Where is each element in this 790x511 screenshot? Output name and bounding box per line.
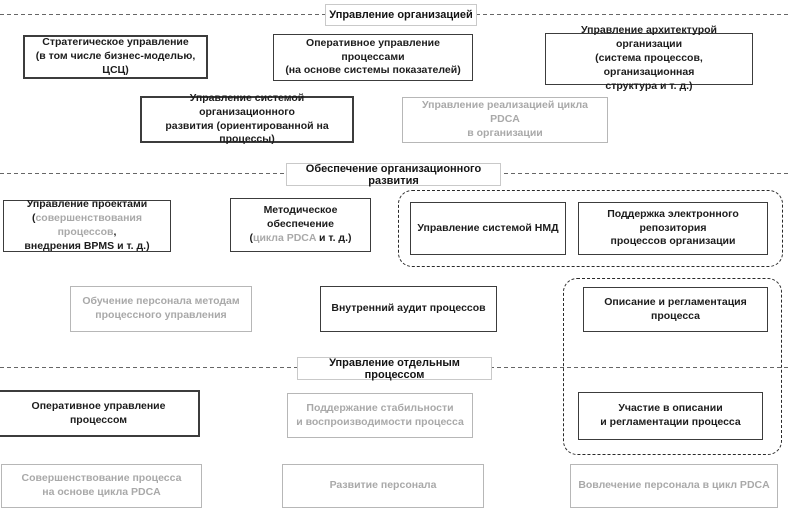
text-segment: совершенствования процессов	[35, 212, 143, 238]
text-segment: ,	[113, 226, 117, 238]
box-label: Вовлечение персонала в цикл PDCA	[578, 479, 770, 492]
box-label: Методическое обеспечение (цикла PDCA и т…	[249, 204, 352, 244]
box-label: Поддержка электронного репозитория проце…	[607, 207, 739, 248]
box-process-stability: Поддержание стабильности и воспроизводим…	[287, 393, 473, 438]
text-segment: и т. д.)	[316, 231, 352, 244]
box-description-participation: Участие в описании и регламентации проце…	[578, 392, 763, 440]
box-label: Оперативное управление процессом	[31, 399, 166, 426]
box-label: Внутренний аудит процессов	[331, 302, 486, 315]
box-org-development-system: Управление системой организационного раз…	[140, 92, 354, 145]
box-architecture-management: Управление архитектурой организации (сис…	[545, 24, 753, 92]
dashed-group-nmd-repository	[398, 190, 783, 267]
box-repository-support: Поддержка электронного репозитория проце…	[578, 202, 768, 255]
box-label: Описание и регламентация процесса	[604, 295, 747, 322]
box-label: Управление системой организационного раз…	[165, 91, 329, 146]
text-segment: (	[31, 212, 36, 225]
box-label: Оперативное управление процессами (на ос…	[285, 36, 461, 77]
box-label: Управление реализацией цикла PDCA в орга…	[421, 99, 589, 139]
box-nmd-system-management: Управление системой НМД	[410, 202, 566, 255]
text-segment: (	[249, 231, 253, 244]
box-staff-involvement: Вовлечение персонала в цикл PDCA	[570, 464, 778, 508]
box-label: Совершенствование процесса на основе цик…	[21, 472, 182, 498]
box-process-improvement: Совершенствование процесса на основе цик…	[1, 464, 202, 508]
box-label: Обучение персонала методам процессного у…	[82, 295, 240, 321]
box-staff-development: Развитие персонала	[282, 464, 484, 508]
box-label: Управление системой НМД	[417, 221, 559, 234]
box-pdca-realization: Управление реализацией цикла PDCA в орга…	[402, 97, 608, 143]
box-label: Управление архитектурой организации (сис…	[580, 24, 717, 92]
box-label: Развитие персонала	[329, 479, 437, 492]
box-operational-process-management: Оперативное управление процессами (на ос…	[273, 34, 473, 81]
box-label: Управление проектами (совершенствования …	[24, 198, 150, 252]
box-internal-audit: Внутренний аудит процессов	[320, 286, 497, 332]
box-project-management: Управление проектами (совершенствования …	[3, 198, 171, 252]
box-process-description: Описание и регламентация процесса	[583, 287, 768, 332]
box-staff-training: Обучение персонала методам процессного у…	[70, 286, 252, 332]
box-label: Поддержание стабильности и воспроизводим…	[296, 401, 464, 428]
section-header-support: Обеспечение организационного развития	[286, 163, 501, 187]
box-strategic-management: Стратегическое управление (в том числе б…	[23, 35, 208, 79]
section-header-organization: Управление организацией	[325, 4, 477, 26]
section-header-single-process: Управление отдельным процессом	[297, 357, 492, 381]
box-label: Стратегическое управление (в том числе б…	[35, 36, 196, 76]
box-operational-process-control: Оперативное управление процессом	[0, 390, 200, 437]
box-methodical-support: Методическое обеспечение (цикла PDCA и т…	[230, 198, 371, 252]
dashed-group-description-participation	[563, 278, 782, 455]
text-segment: цикла PDCA	[252, 231, 317, 244]
box-label: Участие в описании и регламентации проце…	[600, 402, 741, 428]
